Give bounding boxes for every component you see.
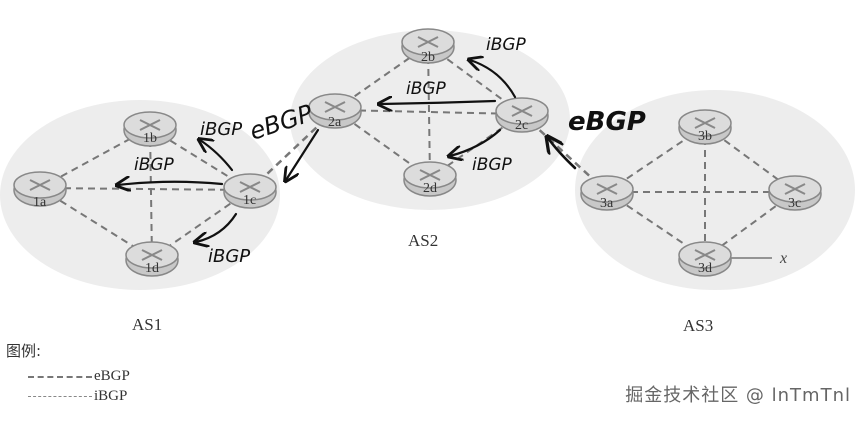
router-label-2b: 2b: [421, 50, 435, 65]
as2-label: AS2: [408, 231, 438, 250]
router-label-2a: 2a: [328, 115, 342, 130]
router-2b: 2b: [401, 28, 455, 65]
router-label-1c: 1c: [243, 193, 256, 208]
router-3b: 3b: [678, 109, 732, 145]
arrow-2c-to-2b: [470, 60, 517, 99]
router-1a: 1a: [13, 171, 67, 210]
label-ibgp-2c-2a: iBGP: [406, 79, 447, 99]
router-label-3c: 3c: [788, 196, 801, 211]
legend-ebgp-label: eBGP: [94, 368, 130, 384]
router-1b: 1b: [123, 111, 177, 147]
link-1b-1d: [149, 127, 153, 259]
annotation-arrows: [118, 60, 577, 242]
label-ibgp-1c-1d: iBGP: [208, 246, 250, 267]
router-label-3b: 3b: [698, 129, 712, 144]
arrow-2a-to-1c: [286, 128, 320, 180]
router-2a: 2a: [308, 93, 362, 130]
router-label-2c: 2c: [515, 118, 528, 133]
legend-ibgp-label: iBGP: [94, 388, 128, 404]
router-2c: 2c: [495, 97, 549, 133]
router-label-1b: 1b: [143, 131, 157, 146]
label-ibgp-2c-2d: iBGP: [472, 155, 513, 175]
router-1d: 1d: [125, 241, 179, 277]
arrow-2c-to-2a: [380, 101, 497, 104]
label-ibgp-2c-2b: iBGP: [486, 35, 527, 55]
arrow-2c-to-2d: [450, 128, 502, 156]
label-ibgp-1c-1b: iBGP: [200, 119, 242, 140]
watermark: 掘金技术社区 @ lnTmTnl: [625, 385, 851, 406]
as1-label: AS1: [132, 315, 162, 334]
router-label-1a: 1a: [33, 195, 47, 210]
router-label-3d: 3d: [698, 261, 712, 276]
legend-title: 图例:: [6, 342, 42, 360]
link-2b-2d: [427, 44, 431, 179]
external-prefix-label: x: [779, 250, 787, 267]
router-1c: 1c: [223, 173, 277, 209]
legend-ebgp-line: [28, 375, 92, 378]
router-3d: 3d: [678, 241, 732, 277]
as3-label: AS3: [683, 316, 713, 335]
arrow-1c-to-1d: [196, 212, 238, 242]
router-label-2d: 2d: [423, 181, 437, 196]
link-1a-1b: [39, 127, 151, 189]
as3-cloud: [575, 90, 855, 290]
arrow-3a-to-2c: [548, 138, 577, 170]
router-3a: 3a: [580, 175, 634, 211]
router-label-1d: 1d: [145, 261, 159, 276]
label-ebgp-3a-2c: eBGP: [568, 107, 646, 137]
routers: 1a 1b 1c 1d 2a: [13, 28, 822, 277]
router-label-3a: 3a: [600, 196, 614, 211]
arrow-1c-to-1b: [200, 140, 234, 172]
legend-ibgp-row: iBGP: [28, 388, 127, 405]
router-2d: 2d: [403, 161, 457, 197]
label-ibgp-1c-1a: iBGP: [134, 155, 175, 175]
legend-ebgp-row: eBGP: [28, 368, 130, 385]
legend-ibgp-line: [28, 396, 92, 397]
arrow-1c-to-1a: [118, 182, 224, 185]
router-3c: 3c: [768, 175, 822, 211]
